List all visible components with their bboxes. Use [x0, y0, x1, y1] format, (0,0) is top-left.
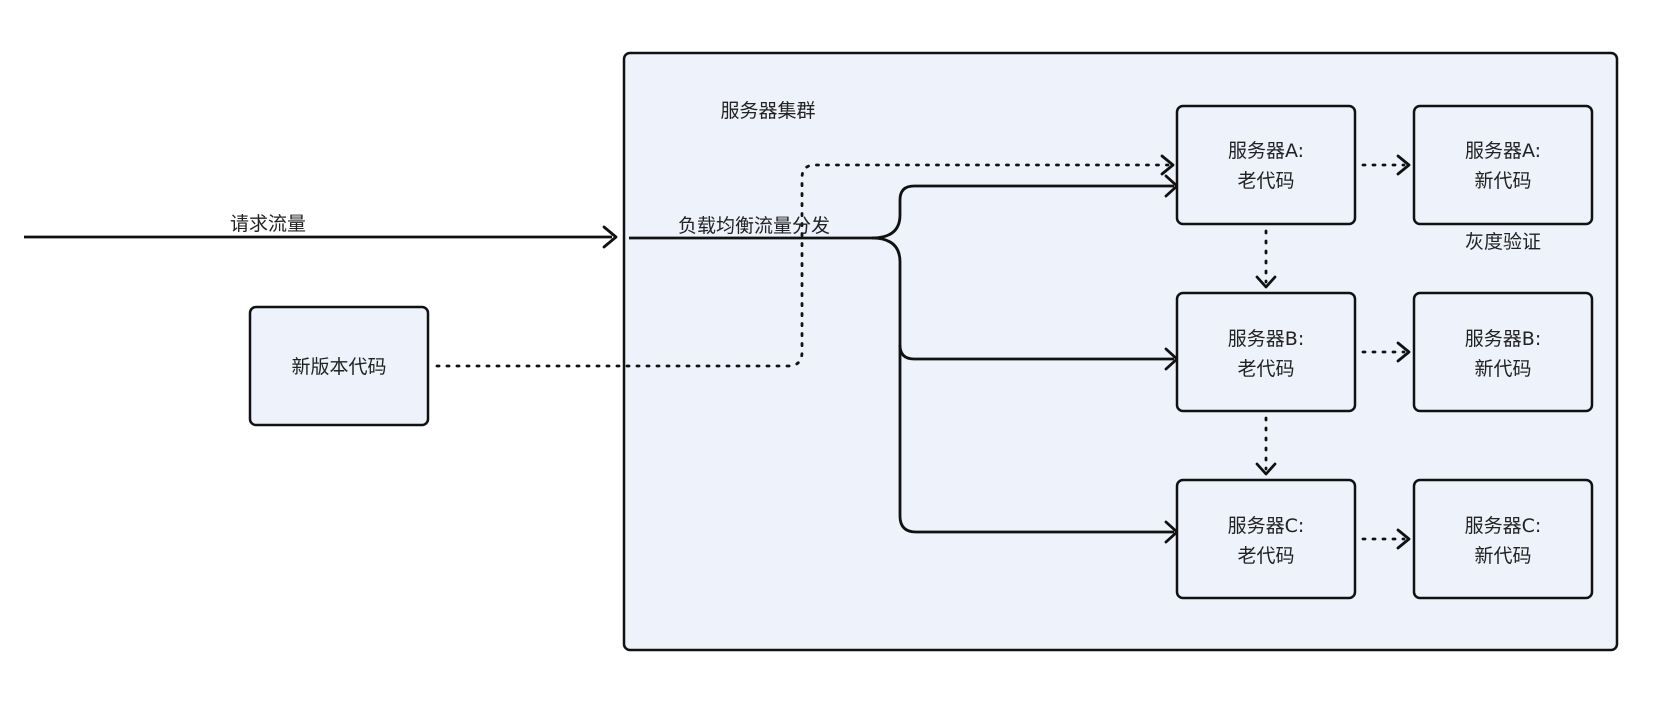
server-b-new-title: 服务器B:: [1465, 328, 1541, 350]
server-a-new-box: [1412, 104, 1594, 226]
upgrade-a-arrowhead: [1396, 154, 1411, 176]
lb-branch-a: [871, 184, 1174, 240]
server-c-new-title: 服务器C:: [1465, 515, 1542, 537]
lb-branch-c: [898, 345, 1174, 534]
upgrade-c-arrowhead: [1396, 528, 1411, 550]
new-version-code-label: 新版本代码: [291, 356, 386, 378]
server-a-old-box: [1175, 104, 1357, 226]
server-a-new-title: 服务器A:: [1465, 140, 1541, 162]
server-c-new-box: [1412, 478, 1594, 600]
load-balancer-label: 负载均衡流量分发: [678, 215, 830, 237]
upgrade-b-arrowhead: [1396, 341, 1411, 363]
server-a-new-code: 新代码: [1474, 170, 1531, 192]
deploy-dotted-path: [435, 163, 1170, 368]
server-c-new-code: 新代码: [1474, 545, 1531, 567]
server-b-new-box: [1412, 291, 1594, 413]
rollout-b-to-c-arrowhead: [1255, 462, 1277, 476]
server-b-new-code: 新代码: [1474, 358, 1531, 380]
server-a-old-code: 老代码: [1237, 170, 1294, 192]
request-traffic-arrowhead: [602, 225, 618, 249]
rollout-a-to-b-arrowhead: [1255, 275, 1277, 289]
server-b-old-box: [1175, 291, 1357, 413]
gray-verification-label: 灰度验证: [1465, 231, 1541, 253]
request-traffic-label: 请求流量: [230, 213, 306, 235]
server-cluster-label: 服务器集群: [720, 100, 815, 122]
server-b-old-title: 服务器B:: [1228, 328, 1304, 350]
server-c-old-box: [1175, 478, 1357, 600]
server-cluster-container: [622, 51, 1619, 652]
server-c-old-title: 服务器C:: [1228, 515, 1305, 537]
deploy-dotted-arrowhead: [1160, 154, 1175, 176]
new-version-code-box: [248, 305, 430, 427]
server-a-old-title: 服务器A:: [1228, 140, 1304, 162]
server-c-old-code: 老代码: [1237, 545, 1294, 567]
server-b-old-code: 老代码: [1237, 358, 1294, 380]
